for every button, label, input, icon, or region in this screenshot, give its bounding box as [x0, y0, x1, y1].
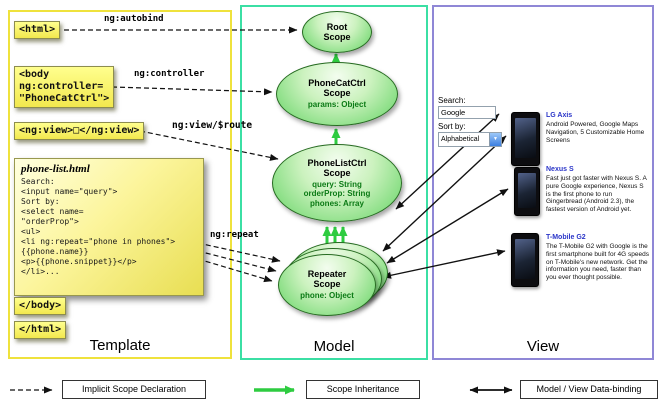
- ng-autobind-label: ng:autobind: [104, 14, 164, 24]
- legend-implicit-scope-declaration: Implicit Scope Declaration: [62, 380, 206, 399]
- view-panel-label: View: [526, 338, 560, 355]
- phone-screen: [515, 118, 536, 158]
- phonelistctrl-scope-props: query: String orderProp: String phones: …: [303, 179, 371, 208]
- repeater-scope-props: phone: Object: [300, 291, 354, 301]
- ng-view-tag: <ng:view>□</ng:view>: [14, 122, 145, 140]
- phone-name-link: Nexus S: [546, 166, 574, 173]
- ng-view-route-label: ng:view/$route: [172, 120, 253, 131]
- repeater-scope-title: Repeater Scope: [307, 269, 347, 290]
- search-input: [438, 106, 496, 119]
- phone-name-link: LG Axis: [546, 112, 573, 119]
- phonelistctrl-scope-ellipse: PhoneListCtrl Scope query: String orderP…: [272, 144, 402, 222]
- legend-model-view-databinding: Model / View Data-binding: [520, 380, 658, 399]
- phone-thumbnail-tmobile-g2: [511, 233, 539, 287]
- phone-thumbnail-nexus-s: [514, 167, 540, 216]
- html-close-tag: </html>: [14, 321, 67, 339]
- phone-list-template-note: phone-list.html Search: <input name="que…: [14, 158, 204, 296]
- sort-select: Alphabetical ▼: [438, 132, 502, 147]
- body-open-tag: <body ng:controller= "PhoneCatCtrl">: [14, 66, 115, 108]
- template-panel-label: Template: [89, 337, 151, 354]
- phone-name-link: T-Mobile G2: [546, 234, 586, 241]
- phone-screen: [515, 239, 535, 279]
- root-scope-title: Root Scope: [323, 22, 351, 42]
- model-panel-label: Model: [313, 338, 355, 355]
- phone-screen: [518, 173, 536, 208]
- template-code: Search: <input name="query"> Sort by: <s…: [21, 177, 176, 276]
- ng-controller-label: ng:controller: [134, 69, 205, 79]
- template-file-title: phone-list.html: [21, 163, 90, 175]
- repeater-scope-ellipse: Repeater Scope phone: Object: [278, 254, 376, 316]
- chevron-down-icon: ▼: [489, 133, 501, 146]
- phonecatctrl-scope-title: PhoneCatCtrl Scope: [308, 78, 366, 99]
- phonecatctrl-scope-props: params: Object: [307, 100, 367, 110]
- phonecatctrl-scope-ellipse: PhoneCatCtrl Scope params: Object: [276, 62, 398, 126]
- phone-snippet: Fast just got faster with Nexus S. A pur…: [546, 175, 647, 214]
- sort-by-label: Sort by:: [438, 122, 466, 131]
- phone-thumbnail-lg-axis: [511, 112, 540, 166]
- legend-scope-inheritance: Scope Inheritance: [306, 380, 420, 399]
- phonelistctrl-scope-title: PhoneListCtrl Scope: [307, 157, 367, 178]
- ng-repeat-label: ng:repeat: [210, 230, 259, 240]
- phone-snippet: Android Powered, Google Maps Navigation,…: [546, 121, 645, 144]
- phone-snippet: The T-Mobile G2 with Google is the first…: [546, 243, 649, 282]
- search-label: Search:: [438, 96, 466, 105]
- body-close-tag: </body>: [14, 297, 67, 315]
- root-scope-ellipse: Root Scope: [302, 11, 372, 53]
- html-open-tag: <html>: [14, 21, 61, 39]
